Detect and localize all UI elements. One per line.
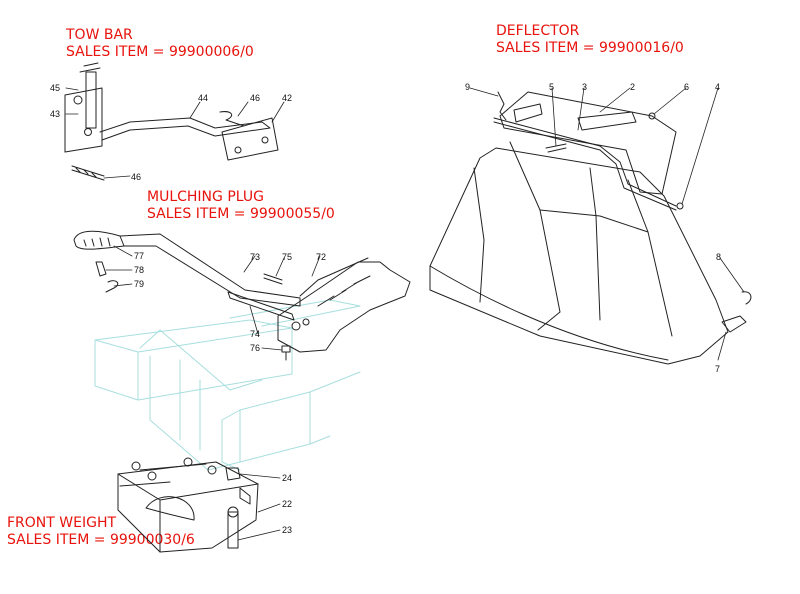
weight-grip (145, 496, 195, 521)
front-weight-sales-item: SALES ITEM = 99900030/6 (7, 532, 195, 548)
deflector-heading: DEFLECTOR SALES ITEM = 99900016/0 (496, 23, 684, 57)
callout-79: 79 (134, 279, 144, 289)
callout-74: 74 (250, 329, 260, 339)
mulching-plug-title: MULCHING PLUG (147, 189, 264, 205)
deflector-rclip (741, 291, 752, 305)
deflector-hinge-pin (721, 315, 747, 333)
callout-78: 78 (134, 265, 144, 275)
callout-2: 2 (630, 82, 635, 92)
mulching-plug-heading: MULCHING PLUG SALES ITEM = 99900055/0 (147, 189, 335, 223)
plug-clip-79 (105, 280, 119, 293)
deflector-drawing (429, 91, 752, 365)
spring-pin (71, 165, 105, 181)
callout-44: 44 (198, 93, 208, 103)
mulching-plug-drawing (73, 230, 411, 361)
hitch-pin (85, 71, 97, 129)
split-pin (219, 111, 245, 127)
plug-bolt-76 (281, 345, 291, 361)
plug-body (277, 261, 411, 353)
callout-3: 3 (582, 82, 587, 92)
leader-lines (65, 87, 745, 541)
plug-handle-grip (73, 230, 125, 250)
callout-76: 76 (250, 343, 260, 353)
callout-22: 22 (282, 499, 292, 509)
callout-7: 7 (715, 364, 720, 374)
tow-bar-arm (99, 117, 271, 141)
weight-bolt-23 (227, 511, 239, 549)
weight-front (159, 483, 259, 553)
callout-24: 24 (282, 473, 292, 483)
front-weight-heading: FRONT WEIGHT SALES ITEM = 99900030/6 (7, 515, 195, 549)
tow-bar-drawing (64, 62, 279, 181)
deflector-rod (493, 117, 677, 207)
callout-4: 4 (715, 82, 720, 92)
mulching-plug-sales-item: SALES ITEM = 99900055/0 (147, 206, 335, 222)
callouts: 45 43 44 46 42 46 9 5 3 2 6 4 8 7 77 78 … (50, 82, 721, 535)
plug-rod (119, 233, 301, 307)
deflector-pin-9 (497, 91, 507, 121)
callout-42: 42 (282, 93, 292, 103)
tow-bar-title: TOW BAR (66, 27, 133, 43)
plug-rod-short (227, 291, 295, 321)
callout-75: 75 (282, 252, 292, 262)
tow-bar-heading: TOW BAR SALES ITEM = 99900006/0 (66, 27, 254, 61)
weight-side (117, 473, 161, 553)
callout-77: 77 (134, 251, 144, 261)
callout-46-top: 46 (250, 93, 260, 103)
tow-bar-sales-item: SALES ITEM = 99900006/0 (66, 44, 254, 60)
callout-6: 6 (684, 82, 689, 92)
deflector-sales-item: SALES ITEM = 99900016/0 (496, 40, 684, 56)
weight-nut-24 (225, 467, 241, 481)
front-weight-title: FRONT WEIGHT (7, 515, 117, 531)
callout-72: 72 (316, 252, 326, 262)
callout-73: 73 (250, 252, 260, 262)
callout-45: 45 (50, 83, 60, 93)
callout-23: 23 (282, 525, 292, 535)
ghost-tractor-frame (94, 299, 361, 471)
callout-46-bottom: 46 (131, 172, 141, 182)
deflector-shroud (429, 147, 729, 365)
callout-5: 5 (549, 82, 554, 92)
callout-43: 43 (50, 109, 60, 119)
plug-clip-78 (95, 261, 107, 277)
deflector-title: DEFLECTOR (496, 23, 580, 39)
callout-8: 8 (716, 252, 721, 262)
callout-9: 9 (465, 82, 470, 92)
plug-pin-75 (263, 273, 283, 285)
hitch-plate (64, 87, 103, 153)
front-weight-drawing (117, 457, 259, 553)
tow-bar-bracket (221, 117, 279, 161)
